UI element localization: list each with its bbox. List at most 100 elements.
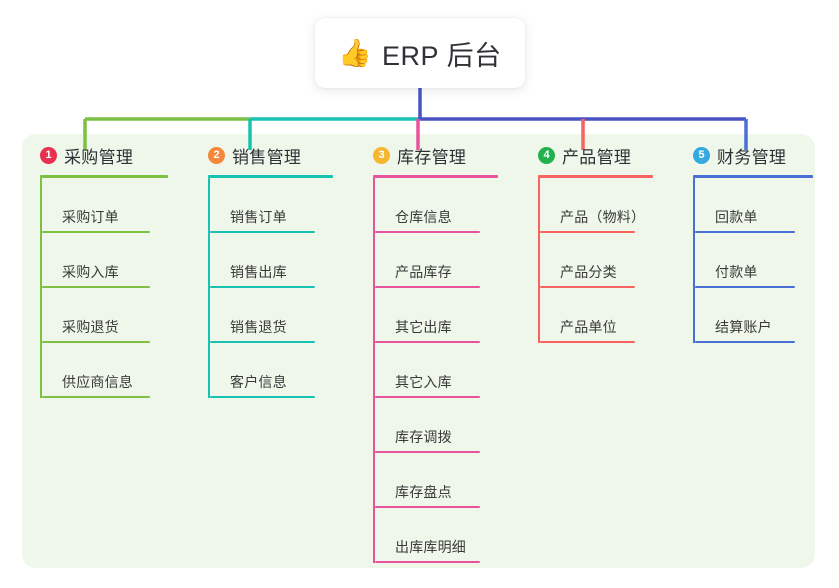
branch-underline-1 (40, 175, 168, 178)
branch-leaf-list-5: 回款单付款单结算账户 (693, 178, 835, 343)
leaf-underline (695, 286, 795, 288)
leaf-item[interactable]: 其它出库 (373, 288, 520, 343)
branches-panel (22, 134, 815, 568)
leaf-item[interactable]: 付款单 (693, 233, 835, 288)
leaf-label: 其它出库 (395, 319, 452, 335)
thumbs-up-icon: 👍 (338, 37, 373, 68)
leaf-underline (210, 341, 315, 343)
leaf-item[interactable]: 产品库存 (373, 233, 520, 288)
leaf-label: 供应商信息 (62, 374, 133, 390)
leaf-underline (375, 396, 480, 398)
branch-underline-3 (373, 175, 498, 178)
branch-underline-2 (208, 175, 333, 178)
branch-column-1: 1 采购管理采购订单采购入库采购退货供应商信息 (22, 140, 190, 398)
leaf-item[interactable]: 采购退货 (40, 288, 190, 343)
leaf-label: 付款单 (715, 264, 758, 280)
branch-title-3: 库存管理 (397, 147, 467, 167)
branch-header-2[interactable]: 2 销售管理 (190, 140, 355, 170)
branch-leaf-list-1: 采购订单采购入库采购退货供应商信息 (40, 178, 190, 398)
leaf-label: 仓库信息 (395, 209, 452, 225)
leaf-underline (695, 341, 795, 343)
leaf-item[interactable]: 供应商信息 (40, 343, 190, 398)
branch-column-2: 2 销售管理销售订单销售出库销售退货客户信息 (190, 140, 355, 398)
branch-spine-5 (693, 178, 695, 343)
leaf-item[interactable]: 销售订单 (208, 178, 355, 233)
leaf-underline (42, 396, 150, 398)
leaf-underline (42, 341, 150, 343)
leaf-underline (42, 286, 150, 288)
leaf-underline (375, 561, 480, 563)
leaf-label: 结算账户 (715, 319, 772, 335)
leaf-underline (540, 286, 635, 288)
branch-column-5: 5 财务管理回款单付款单结算账户 (675, 140, 835, 343)
leaf-item[interactable]: 产品（物料） (538, 178, 675, 233)
leaf-item[interactable]: 库存调拨 (373, 398, 520, 453)
leaf-label: 其它入库 (395, 374, 452, 390)
leaf-underline (210, 286, 315, 288)
branch-header-1[interactable]: 1 采购管理 (22, 140, 190, 170)
leaf-underline (375, 451, 480, 453)
leaf-label: 采购退货 (62, 319, 119, 335)
branch-spine-1 (40, 178, 42, 398)
root-title: ERP 后台 (382, 40, 502, 71)
leaf-label: 销售订单 (230, 209, 287, 225)
branch-badge-3: 3 (373, 146, 390, 164)
leaf-item[interactable]: 结算账户 (693, 288, 835, 343)
leaf-item[interactable]: 库存盘点 (373, 453, 520, 508)
leaf-label: 产品（物料） (560, 209, 646, 225)
leaf-item[interactable]: 采购入库 (40, 233, 190, 288)
leaf-item[interactable]: 销售退货 (208, 288, 355, 343)
leaf-underline (210, 396, 315, 398)
leaf-label: 回款单 (715, 209, 758, 225)
leaf-label: 销售出库 (230, 264, 287, 280)
leaf-item[interactable]: 回款单 (693, 178, 835, 233)
root-node[interactable]: 👍 ERP 后台 (315, 18, 525, 88)
branch-badge-1: 1 (40, 146, 57, 164)
branch-badge-4: 4 (538, 146, 555, 164)
leaf-label: 产品分类 (560, 264, 617, 280)
leaf-label: 库存调拨 (395, 429, 452, 445)
leaf-underline (375, 231, 480, 233)
leaf-item[interactable]: 客户信息 (208, 343, 355, 398)
leaf-item[interactable]: 产品分类 (538, 233, 675, 288)
leaf-underline (210, 231, 315, 233)
leaf-underline (375, 341, 480, 343)
leaf-label: 客户信息 (230, 374, 287, 390)
leaf-underline (42, 231, 150, 233)
leaf-underline (540, 231, 635, 233)
branch-header-5[interactable]: 5 财务管理 (675, 140, 835, 170)
leaf-item[interactable]: 产品单位 (538, 288, 675, 343)
leaf-label: 产品单位 (560, 319, 617, 335)
leaf-item[interactable]: 仓库信息 (373, 178, 520, 233)
leaf-item[interactable]: 销售出库 (208, 233, 355, 288)
branch-spine-4 (538, 178, 540, 343)
branch-leaf-list-2: 销售订单销售出库销售退货客户信息 (208, 178, 355, 398)
branch-title-4: 产品管理 (562, 147, 632, 167)
leaf-underline (695, 231, 795, 233)
branch-leaf-list-3: 仓库信息产品库存其它出库其它入库库存调拨库存盘点出库库明细 (373, 178, 520, 563)
branch-badge-2: 2 (208, 146, 225, 164)
branch-badge-5: 5 (693, 146, 710, 164)
branch-title-5: 财务管理 (717, 147, 787, 167)
leaf-underline (375, 286, 480, 288)
branch-title-2: 销售管理 (232, 147, 302, 167)
leaf-label: 库存盘点 (395, 484, 452, 500)
branch-header-3[interactable]: 3 库存管理 (355, 140, 520, 170)
branch-spine-2 (208, 178, 210, 398)
branch-spine-3 (373, 178, 375, 563)
leaf-underline (375, 506, 480, 508)
leaf-underline (540, 341, 635, 343)
leaf-label: 采购订单 (62, 209, 119, 225)
leaf-item[interactable]: 其它入库 (373, 343, 520, 398)
leaf-item[interactable]: 出库库明细 (373, 508, 520, 563)
leaf-label: 销售退货 (230, 319, 287, 335)
branch-column-3: 3 库存管理仓库信息产品库存其它出库其它入库库存调拨库存盘点出库库明细 (355, 140, 520, 563)
branch-title-1: 采购管理 (64, 147, 134, 167)
leaf-label: 产品库存 (395, 264, 452, 280)
branch-header-4[interactable]: 4 产品管理 (520, 140, 675, 170)
branch-column-4: 4 产品管理产品（物料） 产品分类产品单位 (520, 140, 675, 343)
branch-underline-5 (693, 175, 813, 178)
leaf-item[interactable]: 采购订单 (40, 178, 190, 233)
leaf-label: 出库库明细 (395, 539, 466, 555)
